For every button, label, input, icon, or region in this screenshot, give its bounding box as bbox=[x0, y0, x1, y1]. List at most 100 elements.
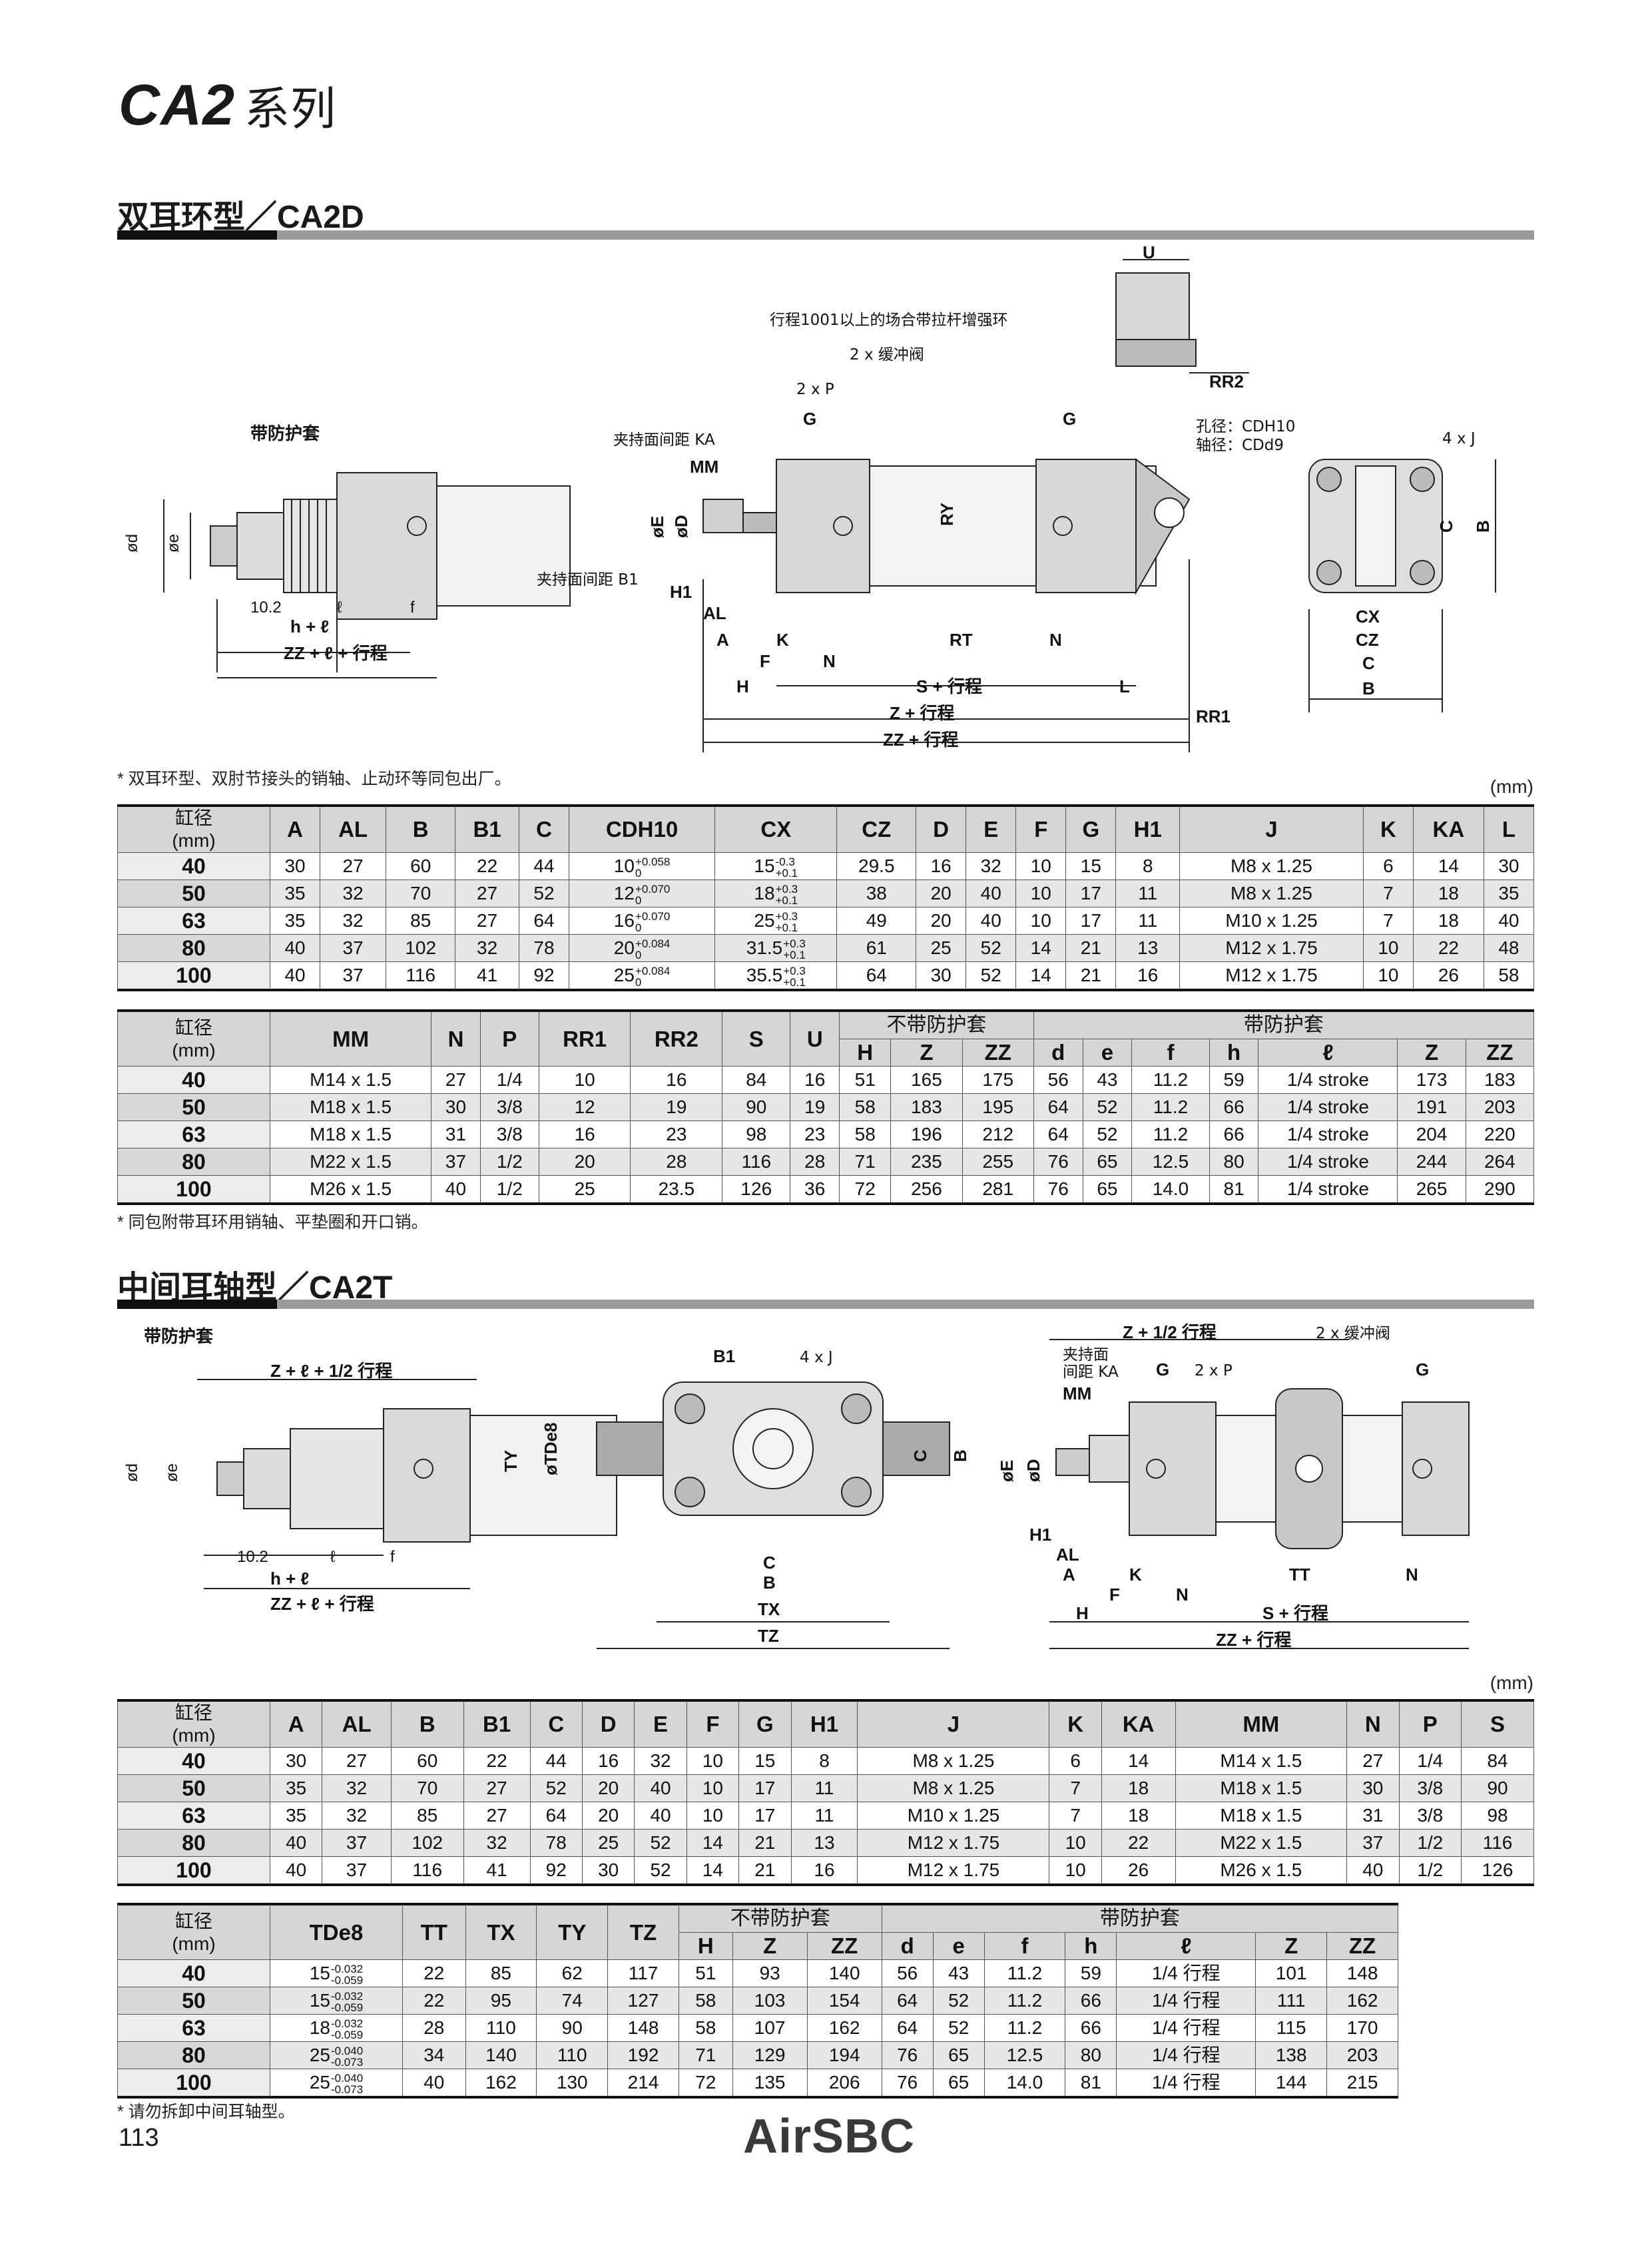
col-f: f bbox=[983, 1932, 1066, 1960]
svg-text:TY: TY bbox=[501, 1450, 521, 1472]
table-cell: 23.5 bbox=[630, 1175, 723, 1205]
svg-text:ød: ød bbox=[123, 1463, 141, 1482]
col-TD: TDe8 bbox=[270, 1903, 403, 1960]
tol-base: 35.5 bbox=[746, 965, 783, 985]
table-cell: M8 x 1.25 bbox=[857, 1774, 1050, 1802]
svg-text:N: N bbox=[1176, 1585, 1189, 1605]
table-cell: 27 bbox=[463, 1774, 531, 1802]
table-cell: 101 bbox=[1255, 1959, 1328, 1987]
table-cell: M10 x 1.25 bbox=[1179, 907, 1364, 935]
col-e: e bbox=[932, 1932, 985, 1960]
svg-text:TX: TX bbox=[758, 1599, 780, 1619]
table-cell: 32 bbox=[322, 1802, 392, 1830]
table-cell: 66 bbox=[1065, 1987, 1117, 2015]
table-cell: 66 bbox=[1209, 1120, 1259, 1148]
table-cell: 22 bbox=[463, 1747, 531, 1775]
table-cell: 58 bbox=[678, 1987, 733, 2015]
tol-base: 18 bbox=[754, 883, 775, 903]
col-TY: TY bbox=[536, 1903, 609, 1960]
table-cell: M22 x 1.5 bbox=[1175, 1829, 1348, 1857]
table-cell: 92 bbox=[518, 961, 570, 991]
table-cell: 18 bbox=[1412, 907, 1484, 935]
table-cell: 126 bbox=[722, 1175, 791, 1205]
svg-text:ZZ + 行程: ZZ + 行程 bbox=[1216, 1630, 1291, 1650]
table-cell: 25 bbox=[581, 1829, 635, 1857]
svg-text:4 x J: 4 x J bbox=[800, 1349, 833, 1366]
table-cell: 25 bbox=[916, 934, 967, 962]
td-cell: 25-0.040-0.073 bbox=[270, 2041, 403, 2069]
col-L: L bbox=[1483, 804, 1535, 853]
table-cell: 192 bbox=[607, 2041, 679, 2069]
table-cell: 81 bbox=[1065, 2069, 1117, 2099]
cx-cell: 25+0.3+0.1 bbox=[714, 907, 838, 935]
svg-text:C: C bbox=[910, 1449, 930, 1462]
ca2t-table-1: 缸径(mm) A AL B B1 C D E F G H1 J K KA MM … bbox=[117, 1699, 1534, 1886]
svg-text:H: H bbox=[1076, 1603, 1089, 1623]
svg-text:øD: øD bbox=[1023, 1459, 1043, 1482]
svg-text:行程1001以上的场合带拉杆增强环: 行程1001以上的场合带拉杆增强环 bbox=[770, 312, 1008, 329]
table-cell: 235 bbox=[890, 1148, 963, 1176]
svg-text:H1: H1 bbox=[1029, 1525, 1051, 1545]
table-cell: 32 bbox=[463, 1829, 531, 1857]
table-cell: 11.2 bbox=[983, 1987, 1066, 2015]
table-cell: 44 bbox=[518, 852, 570, 880]
svg-text:C: C bbox=[763, 1553, 776, 1573]
table-cell: 1/4 bbox=[479, 1066, 539, 1094]
bore-cell: 100 bbox=[117, 1856, 270, 1886]
table-cell: 40 bbox=[634, 1802, 687, 1830]
table-cell: 43 bbox=[932, 1959, 985, 1987]
table-cell: 37 bbox=[320, 961, 387, 991]
svg-text:10.2: 10.2 bbox=[250, 599, 282, 617]
svg-text:ℓ: ℓ bbox=[330, 1548, 336, 1566]
table-cell: 40 bbox=[402, 2069, 466, 2099]
ca2d-table-1: 缸径(mm) A AL B B1 C CDH10 CX CZ D E F G H… bbox=[117, 804, 1535, 991]
col-ZZ-boot: ZZ bbox=[1326, 1932, 1398, 1960]
table-cell: 12 bbox=[538, 1093, 631, 1121]
svg-text:S + 行程: S + 行程 bbox=[1262, 1603, 1328, 1623]
table-cell: 65 bbox=[932, 2069, 985, 2099]
table-cell: 30 bbox=[431, 1093, 481, 1121]
table-cell: 1/4 行程 bbox=[1116, 1959, 1256, 1987]
table-cell: 35 bbox=[269, 1774, 323, 1802]
svg-text:Z + 1/2 行程: Z + 1/2 行程 bbox=[1123, 1322, 1217, 1342]
table-cell: M14 x 1.5 bbox=[269, 1066, 432, 1094]
table-cell: M12 x 1.75 bbox=[857, 1829, 1050, 1857]
svg-text:N: N bbox=[823, 651, 836, 671]
table-cell: 102 bbox=[386, 934, 456, 962]
col-C: C bbox=[529, 1699, 583, 1748]
table-cell: 22 bbox=[402, 1959, 466, 1987]
col-C: C bbox=[518, 804, 570, 853]
table-cell: 103 bbox=[732, 1987, 808, 2015]
table-cell: 116 bbox=[1461, 1829, 1534, 1857]
col-Z: Z bbox=[732, 1932, 808, 1960]
tolerance: -0.032-0.059 bbox=[330, 1989, 364, 2014]
table-cell: 20 bbox=[916, 907, 967, 935]
table-cell: 130 bbox=[536, 2069, 609, 2099]
ca2t-table-2: 缸径(mm) TDe8 TT TX TY TZ 不带防护套 带防护套 H Z Z… bbox=[117, 1903, 1399, 2099]
table-cell: 183 bbox=[890, 1093, 963, 1121]
col-ZZ: ZZ bbox=[806, 1932, 882, 1960]
table-cell: 281 bbox=[962, 1175, 1034, 1205]
table-cell: 11.2 bbox=[1131, 1120, 1210, 1148]
section-title-ca2d: 双耳环型／CA2D bbox=[117, 200, 364, 235]
table-cell: 64 bbox=[529, 1802, 583, 1830]
table-cell: 1/2 bbox=[1398, 1829, 1462, 1857]
table-cell: 52 bbox=[518, 879, 570, 907]
table-cell: 40 bbox=[1346, 1856, 1400, 1886]
page-number: 113 bbox=[119, 2124, 159, 2152]
table-cell: 22 bbox=[455, 852, 519, 880]
table-cell: 23 bbox=[630, 1120, 723, 1148]
col-f: f bbox=[1131, 1039, 1210, 1067]
tolerance: -0.032-0.059 bbox=[330, 1962, 364, 1987]
table-cell: 7 bbox=[1049, 1802, 1102, 1830]
table-cell: 8 bbox=[1115, 852, 1181, 880]
col-H1: H1 bbox=[790, 1699, 858, 1748]
bore-cell: 50 bbox=[117, 879, 270, 907]
svg-text:N: N bbox=[1049, 630, 1062, 650]
table-cell: 144 bbox=[1255, 2069, 1328, 2099]
